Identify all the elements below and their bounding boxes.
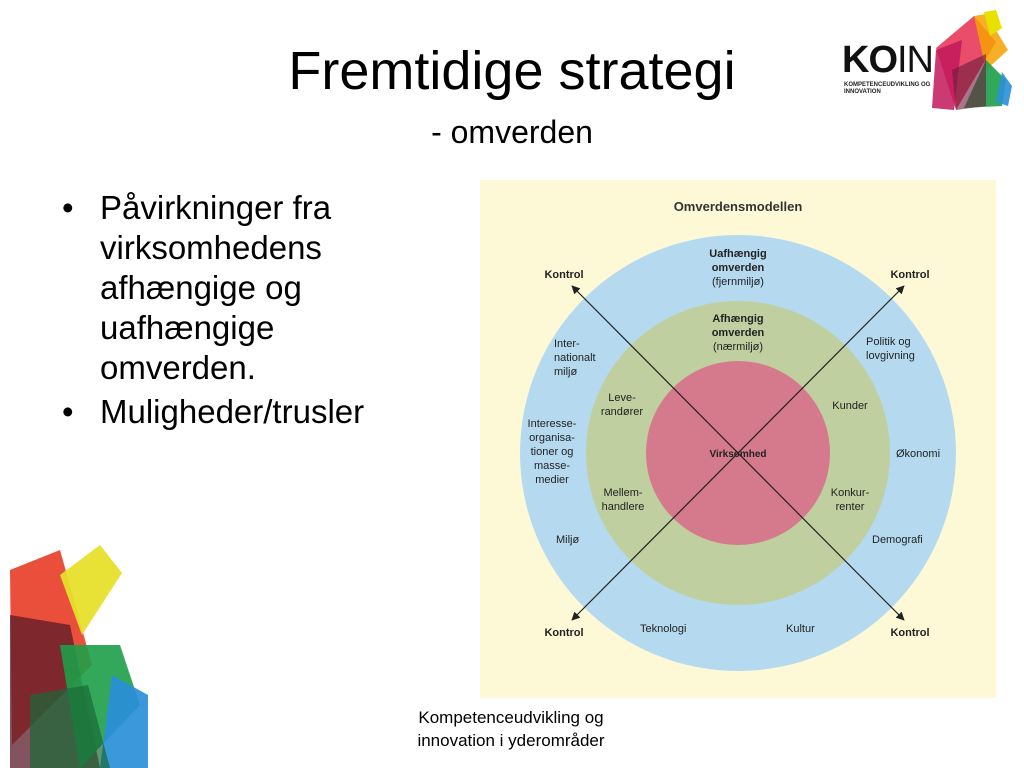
factor-interest-line4: masse-: [534, 460, 570, 472]
decorative-shapes-icon: [10, 545, 148, 768]
factor-interest-line5: medier: [535, 474, 569, 486]
outer-ring-label-line3: (fjernmiljø): [712, 276, 764, 288]
factor-environment: Miljø: [556, 534, 579, 546]
outer-ring-label-line2: omverden: [712, 262, 765, 274]
footer-line2: innovation i yderområder: [417, 731, 605, 750]
logo-tagline-line2: INNOVATION: [844, 89, 881, 95]
logo-in: IN: [897, 39, 934, 81]
bullet-item: Muligheder/trusler: [58, 392, 438, 432]
inner-ring-label-line3: (nærmiljø): [713, 341, 763, 353]
footer-text: Kompetenceudvikling og innovation i yder…: [380, 706, 642, 752]
inner-ring-label-line1: Afhængig: [712, 313, 763, 325]
logo-tagline-line1: KOMPETENCEUDVIKLING OG: [844, 82, 931, 88]
factor-suppliers-line2: randører: [601, 406, 644, 418]
slide-title: Fremtidige strategi: [288, 41, 736, 101]
factor-intermediaries-line2: handlere: [602, 501, 645, 513]
diagonal-arrow-2: [571, 285, 905, 621]
koin-logo: KOIN KOMPETENCEUDVIKLING OG INNOVATION: [836, 10, 1012, 114]
factor-politics-line2: lovgivning: [866, 350, 915, 362]
factor-interest-line3: tioner og: [531, 446, 574, 458]
diagram-title: Omverdensmodellen: [674, 199, 803, 214]
logo-graphic-icon: [932, 10, 1012, 110]
factor-politics-line1: Politik og: [866, 336, 911, 348]
footer-line1: Kompetenceudvikling og: [418, 708, 604, 727]
factor-demography: Demografi: [872, 534, 923, 546]
factor-international-line2: nationalt: [554, 352, 596, 364]
inner-ring-label-line2: omverden: [712, 327, 765, 339]
factor-competitors-line2: renter: [836, 501, 865, 513]
factor-interest-line2: organisa-: [529, 432, 575, 444]
bullet-item: Påvirkninger fra virksomhedens afhængige…: [58, 188, 438, 388]
factor-economy: Økonomi: [896, 448, 940, 460]
slide-subtitle: - omverden: [431, 114, 593, 150]
factor-intermediaries-line1: Mellem-: [603, 487, 642, 499]
factor-international-line3: miljø: [554, 366, 577, 378]
corner-label-bottom-right: Kontrol: [890, 627, 929, 639]
environment-model-diagram: Omverdensmodellen Kontrol Kontrol Kontro…: [480, 180, 996, 698]
factor-technology: Teknologi: [640, 623, 686, 635]
logo-tagline: KOMPETENCEUDVIKLING OG INNOVATION: [844, 82, 944, 96]
factor-customers: Kunder: [832, 400, 868, 412]
factor-suppliers-line1: Leve-: [608, 392, 636, 404]
center-label: Virksomhed: [709, 449, 766, 460]
corner-label-top-right: Kontrol: [890, 269, 929, 281]
outer-ring-label-line1: Uafhængig: [709, 248, 766, 260]
factor-competitors-line1: Konkur-: [831, 487, 870, 499]
logo-ko: KO: [842, 39, 898, 81]
logo-wordmark: KOIN: [842, 39, 934, 81]
corner-label-top-left: Kontrol: [544, 269, 583, 281]
corner-label-bottom-left: Kontrol: [544, 627, 583, 639]
factor-interest-line1: Interesse-: [528, 418, 577, 430]
bullet-list: Påvirkninger fra virksomhedens afhængige…: [58, 188, 438, 436]
factor-international-line1: Inter-: [554, 338, 580, 350]
factor-culture: Kultur: [786, 623, 815, 635]
